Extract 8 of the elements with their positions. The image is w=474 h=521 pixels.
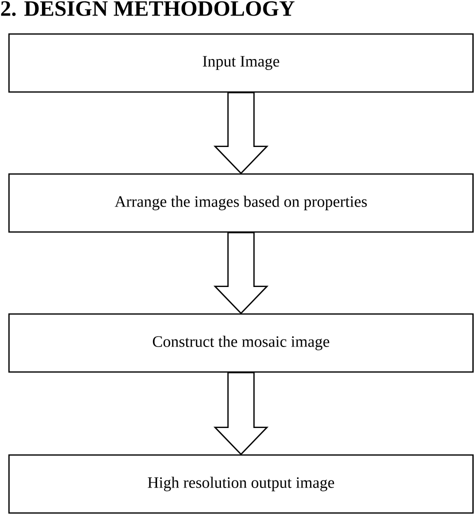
heading: 2. DESIGN METHODOLOGY xyxy=(1,1,294,16)
block-arrow xyxy=(213,372,269,456)
process-box: Construct the mosaic image xyxy=(8,313,474,373)
process-box: Arrange the images based on properties xyxy=(8,173,474,233)
block-arrow xyxy=(213,232,269,314)
block-arrow xyxy=(213,92,269,174)
process-box: Input Image xyxy=(8,33,474,93)
process-box: High resolution output image xyxy=(8,454,474,514)
